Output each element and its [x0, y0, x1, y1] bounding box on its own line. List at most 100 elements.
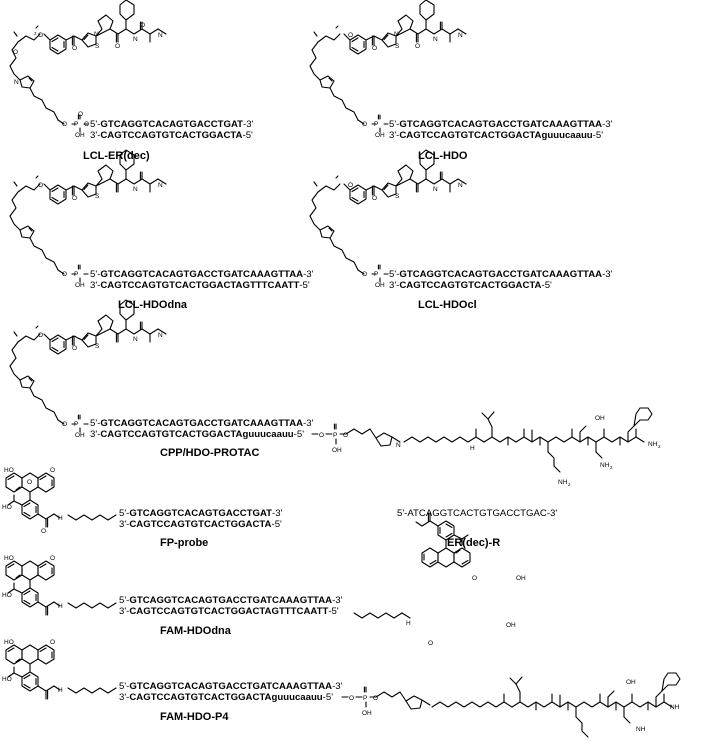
atom-N: N: [158, 332, 163, 339]
top-strand: 5'-GTCAGGTCACAGTGACCTGATCAAAGTTAA-3': [389, 269, 613, 280]
atom-NH: H: [58, 687, 63, 694]
atom-O: O: [50, 555, 55, 562]
bottom-strand: 3'-CAGTCCAGTGTCACTGGACTA-5': [90, 130, 253, 141]
atom-P: P: [363, 695, 367, 702]
atom-N: N: [396, 442, 401, 449]
atom-O: O: [27, 479, 32, 486]
atom-O: O: [343, 432, 348, 439]
atom-S: S: [395, 43, 400, 50]
top-strand: 5'-GTCAGGTCACAGTGACCTGAT-3': [119, 508, 283, 519]
top-strand: 5'-GTCAGGTCACAGTGACCTGATCAAAGTTAA-3': [119, 595, 343, 606]
construct-label: LCL-HDOcl: [418, 299, 477, 311]
atom-O: O: [38, 182, 43, 189]
top-strand: 5'-GTCAGGTCACAGTGACCTGATCAAAGTTAA-3': [119, 681, 343, 692]
hexyl-linker: [67, 514, 117, 521]
triazole-bond: [391, 436, 401, 443]
fluorescein-dye: [415, 512, 471, 568]
construct-fam-hdodna: HO O HO H 5'-GTCAGGTCACAGTGACCTGATCAAAGT…: [2, 512, 526, 647]
atom-O: O: [38, 32, 43, 39]
atom-O: O: [319, 432, 324, 439]
single-strand-sequence: 5'-ATCAGGTCACTGTGACCTGAC-3': [397, 508, 557, 519]
atom-O: O: [41, 528, 46, 535]
construct-label: FP-probe: [160, 537, 208, 549]
atom-OH: OH: [362, 710, 372, 717]
atom-NH2: NH: [648, 441, 658, 448]
atom-O: O: [72, 345, 77, 352]
atom-O: O: [72, 195, 77, 202]
triazole-ring: [375, 432, 393, 447]
top-strand: 5'-GTCAGGTCACAGTGACCTGATCAAAGTTAA-3': [389, 119, 613, 130]
fluorescein-dye: [5, 560, 61, 616]
atom-N: N: [133, 36, 138, 43]
bottom-strand: 3'-CAGTCCAGTGTCACTGGACTA-5': [119, 519, 282, 530]
atom-N: N: [433, 186, 438, 193]
atom-O: O: [372, 195, 377, 202]
atom-N: N: [94, 31, 99, 38]
construct-label: CPP/HDO-PROTAC: [160, 447, 259, 459]
atom-O: O: [50, 639, 55, 646]
construct-label: LCL-HDO: [418, 150, 468, 162]
amide-bond: [401, 612, 411, 619]
atom-HO: HO: [2, 592, 12, 599]
atom-N: N: [14, 79, 19, 86]
atom-OH: OH: [75, 432, 85, 439]
atom-OH: OH: [375, 282, 385, 289]
atom-HO: HO: [2, 504, 12, 511]
atom-O: O: [62, 421, 67, 428]
atom-NH2: NH: [558, 479, 568, 486]
atom-S: S: [95, 43, 100, 50]
atom-OH: OH: [75, 132, 85, 139]
atom-OH: OH: [375, 132, 385, 139]
atom-O: O: [62, 121, 67, 128]
atom-OH: OH: [332, 447, 342, 454]
construct-label: ER(dec)-R: [447, 537, 500, 549]
triazole-ring: [405, 695, 423, 710]
hexyl-linker: [67, 602, 117, 609]
atom-NH2: NH: [600, 462, 610, 469]
construct-label: FAM-HDOdna: [160, 625, 232, 637]
atom-O: O: [72, 45, 77, 52]
construct-lcl-hdodna: O O S N N O P OH 5'-GTCAGGTCACAGTGACCTGA…: [9, 149, 314, 311]
atom-OH: OH: [595, 415, 605, 422]
construct-label: LCL-ER(dec): [83, 150, 150, 162]
construct-fp-probe: HO O O HO O H 5'-GTCAGGTCACAGTGACCTGAT-3…: [2, 467, 283, 549]
atom-O: O: [415, 43, 420, 50]
construct-fam-hdo-p4: HO O HO H 5'-GTCAGGTCACAGTGACCTGATCAAAGT…: [2, 639, 681, 738]
fluorescein-dye: [5, 644, 61, 700]
peptide-chain: [403, 407, 653, 473]
atom-O: O: [84, 121, 89, 128]
atom-P: P: [374, 271, 378, 278]
atom-HO: HO: [2, 676, 12, 683]
atom-S: S: [95, 343, 100, 350]
atom-N: N: [133, 336, 138, 343]
atom-O: O: [472, 575, 477, 582]
hexyl-linker: [67, 687, 117, 694]
atom-NH: H: [406, 620, 411, 627]
vhl-ligand-head: [309, 0, 467, 67]
atom-P: P: [74, 121, 78, 128]
hexyl-linker: [353, 612, 403, 619]
atom-O: O: [362, 121, 367, 128]
top-strand: 5'-GTCAGGTCACAGTGACCTGATCAAAGTTAA-3': [90, 418, 314, 429]
atom-O: O: [50, 467, 55, 474]
bottom-strand: 3'-CAGTCCAGTGTCACTGGACTAguuucaauu-5': [389, 130, 603, 141]
atom-OH: OH: [75, 282, 85, 289]
atom-O: O: [373, 695, 378, 702]
bottom-strand: 3'-CAGTCCAGTGTCACTGGACTAguuucaauu-5': [119, 692, 333, 703]
atom-N: N: [394, 31, 399, 38]
subscript-2: 2: [34, 31, 37, 36]
atom-O: O: [115, 43, 120, 50]
bottom-strand: 3'-CAGTCCAGTGTCACTGGACTAguuucaauu-5': [90, 429, 304, 440]
construct-cpp-hdo-protac: O O S N N O P OH 5'-GTCAGGTCACAGTGACCTGA…: [9, 299, 661, 487]
atom-OH: OH: [516, 575, 526, 582]
atom-O: O: [362, 271, 367, 278]
atom-NH2: NH: [636, 726, 646, 733]
phosphate-propyl-linker: [341, 691, 407, 702]
atom-N: N: [458, 32, 463, 39]
atom-O: O: [62, 271, 67, 278]
atom-O: O: [349, 695, 354, 702]
atom-P: P: [374, 121, 378, 128]
atom-N: N: [158, 32, 163, 39]
subscript-2: 2: [658, 444, 661, 449]
